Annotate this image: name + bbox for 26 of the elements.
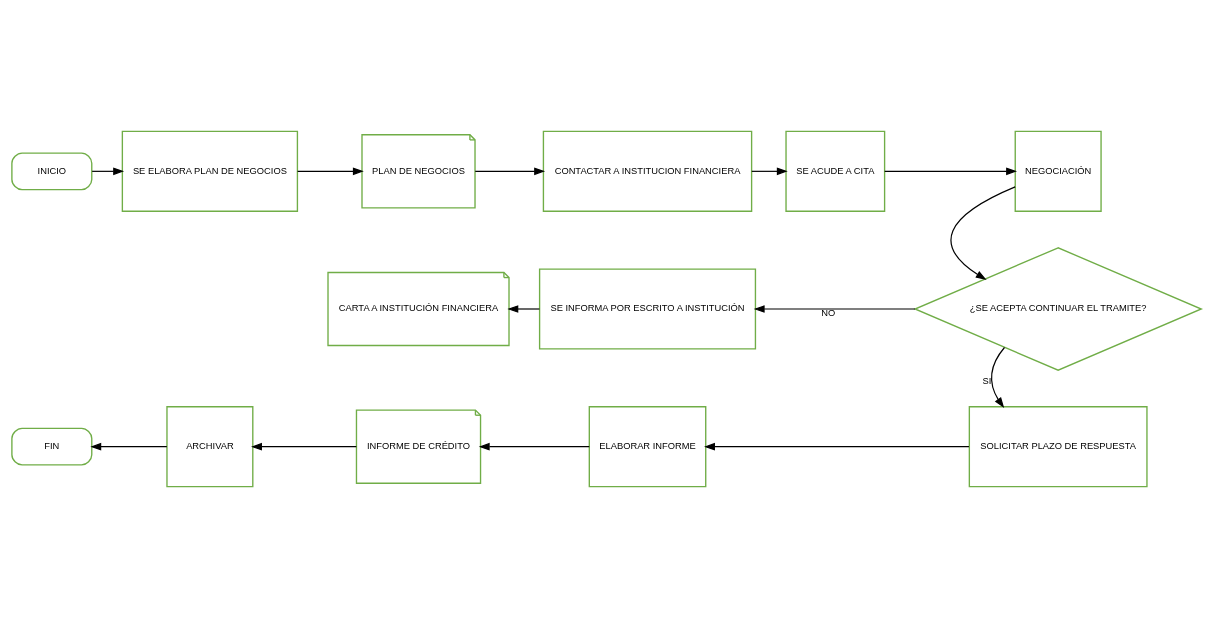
node-box: FIN xyxy=(11,427,93,466)
node-box: SOLICITAR PLAZO DE RESPUESTA xyxy=(968,406,1148,488)
arrow xyxy=(474,167,546,176)
arrow xyxy=(950,186,1016,280)
arrow xyxy=(753,305,916,313)
arrow xyxy=(251,442,357,451)
arrow xyxy=(884,167,1018,176)
node-diamond: ¿SE ACEPTA CONTINUAR EL TRAMITE? xyxy=(913,247,1204,371)
arrow xyxy=(990,346,1006,409)
node-box: SE ACUDE A CITA xyxy=(785,130,886,212)
node-box: INICIO xyxy=(11,152,93,191)
node-box: CONTACTAR A INSTITUCION FINANCIERA xyxy=(542,130,753,212)
node-box: SE ELABORA PLAN DE NEGOCIOS xyxy=(121,130,299,212)
arrow xyxy=(751,167,788,176)
arrow xyxy=(297,167,364,176)
arrow xyxy=(90,442,168,451)
arrow xyxy=(478,442,590,451)
arrow xyxy=(91,167,125,176)
edge-label: SI xyxy=(982,375,992,386)
node-box: ARCHIVAR xyxy=(166,406,254,488)
node-box: SE INFORMA POR ESCRITO A INSTITUCIÓN xyxy=(538,268,757,350)
edge-label: NO xyxy=(821,308,836,319)
node-box: NEGOCIACIÓN xyxy=(1014,130,1102,212)
arrow xyxy=(704,442,970,451)
arrow xyxy=(507,305,540,313)
node-box: ELABORAR INFORME xyxy=(588,406,707,488)
